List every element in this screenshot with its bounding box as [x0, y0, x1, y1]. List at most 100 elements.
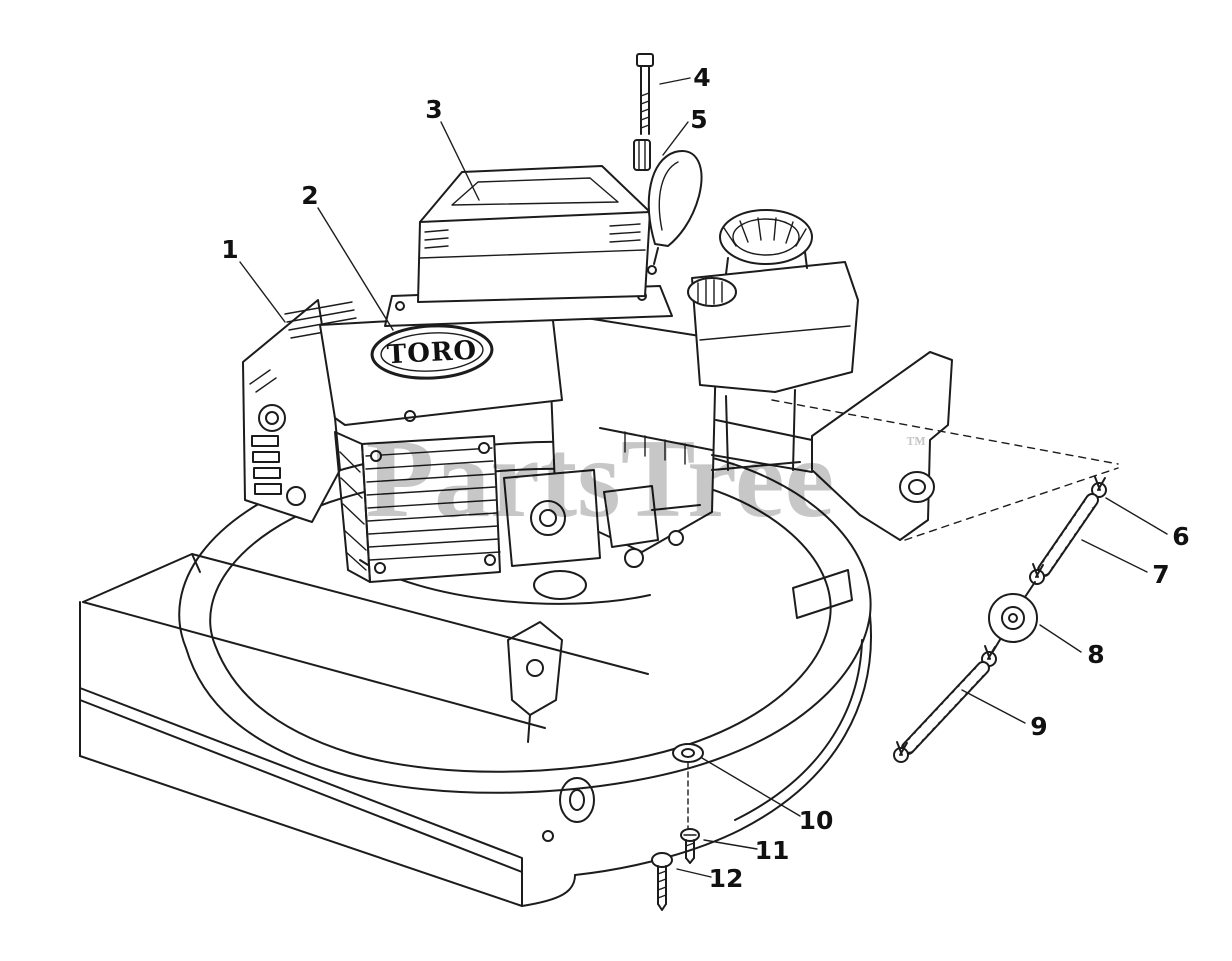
- deck-rim-inner: [209, 467, 832, 773]
- watermark-trademark: ™: [906, 433, 926, 455]
- fuel-filter: [988, 581, 1038, 654]
- spacer-sleeve: [633, 139, 651, 171]
- skirt-bolt: [542, 830, 554, 842]
- watermark: PartsTree: [366, 417, 835, 541]
- fin-bolt-tl: [370, 450, 382, 462]
- hose-clamp-mid-upper: [1029, 563, 1045, 585]
- callout-label-6[interactable]: 6: [1172, 522, 1189, 551]
- tank-vent-ribs: [697, 279, 723, 305]
- carb-disc-outer: [530, 500, 566, 536]
- filter-nipple-top: [1024, 581, 1036, 598]
- callout-label-7[interactable]: 7: [1152, 560, 1169, 589]
- callout-leader-9: [961, 689, 1026, 724]
- callout-label-4[interactable]: 4: [693, 63, 710, 92]
- skirt-hole-inner: [569, 789, 585, 811]
- shroud-bolt: [404, 410, 416, 422]
- air-cleaner-inner-rect: [451, 177, 619, 206]
- cover-vent-2: [252, 451, 280, 463]
- toro-oval-inner: [380, 332, 484, 372]
- engine-block-band: [599, 427, 713, 451]
- air-cleaner-vents-right: [609, 223, 641, 243]
- bolt-head: [636, 53, 654, 67]
- bracket-hole-outer: [899, 471, 935, 503]
- callout-leader-10: [701, 757, 801, 817]
- linkage-pivot-b: [668, 530, 684, 546]
- deck-lever-bracket: [507, 621, 563, 716]
- clamp-ears: [1094, 476, 1106, 491]
- clamp-ears: [1032, 563, 1044, 578]
- deck-front-skirt-line: [79, 699, 523, 873]
- fuel-cap-ribs: [723, 217, 807, 247]
- fin-lines: [365, 447, 501, 561]
- fin-shadow: [334, 431, 371, 583]
- fin-bolt-br: [484, 554, 496, 566]
- callout-label-1[interactable]: 1: [221, 235, 238, 264]
- cover-vent-3: [253, 467, 281, 479]
- callout-leader-4: [659, 77, 691, 85]
- fuel-tank-seam: [699, 325, 851, 341]
- callout-leader-6: [1105, 497, 1168, 535]
- mower-deck: [79, 440, 872, 907]
- hose-clamp-upper: [1091, 476, 1107, 498]
- bolt-shaft: [640, 65, 650, 135]
- throttle-pivot: [647, 265, 657, 275]
- screw-tip: [685, 857, 695, 864]
- fuel-cap-outer: [719, 209, 813, 265]
- callout-label-9[interactable]: 9: [1030, 712, 1047, 741]
- linkage-rod: [651, 504, 701, 511]
- cover-knob-inner: [265, 411, 279, 425]
- bottom-fasteners: [651, 743, 704, 911]
- tank-vent-outer: [687, 277, 737, 307]
- throttle-pivot-stem: [653, 247, 659, 265]
- callout-label-3[interactable]: 3: [425, 95, 442, 124]
- engine: TORO: [242, 150, 859, 600]
- callout-label-11[interactable]: 11: [755, 836, 790, 865]
- air-cleaner-top-edge: [419, 211, 651, 223]
- air-cleaner-vents-left: [424, 229, 449, 249]
- mount-bracket: [771, 351, 1119, 541]
- screw-threads: [685, 842, 695, 853]
- fuel-hose-lower-ribs: [903, 663, 988, 753]
- cover-vent-1: [251, 435, 279, 447]
- deck-lever-tail: [527, 714, 531, 743]
- top-fasteners: [633, 53, 654, 171]
- callout-leader-12: [676, 868, 712, 878]
- hose-clamp-lower: [893, 741, 909, 763]
- callout-label-2[interactable]: 2: [301, 181, 318, 210]
- bolt12-threads: [657, 870, 667, 899]
- callout-label-5[interactable]: 5: [690, 105, 707, 134]
- callout-label-12[interactable]: 12: [709, 864, 744, 893]
- spacer-lines: [638, 140, 646, 170]
- deck-skirt-right-inner: [734, 639, 863, 821]
- deck-front-skirt: [79, 687, 523, 907]
- callout-leader-8: [1039, 624, 1082, 653]
- deck-lever-pivot: [526, 659, 544, 677]
- deck-vent: [792, 569, 853, 619]
- linkage-pivot-a: [624, 548, 644, 568]
- bolt-threads: [640, 92, 650, 129]
- bracket-arms: [711, 419, 813, 473]
- callout-label-10[interactable]: 10: [799, 806, 834, 835]
- fin-bolt-tr: [478, 442, 490, 454]
- assembly-dash-1: [771, 399, 1119, 465]
- base-screw-left: [395, 301, 405, 311]
- deck-left-edge-bottom: [82, 601, 546, 729]
- engine-block-vents: [624, 431, 686, 465]
- cover-knob-outer: [258, 404, 286, 432]
- filter-body: [988, 593, 1038, 643]
- toro-oval-outer: [370, 324, 494, 380]
- fuel-cap-neck: [725, 251, 808, 275]
- deck-skirt-join: [521, 874, 576, 907]
- filter-inner: [1001, 606, 1025, 630]
- carb-linkage: [603, 485, 659, 548]
- cover-vent-slats: [284, 301, 359, 339]
- cover-plug: [286, 486, 306, 506]
- callout-leader-7: [1081, 539, 1148, 573]
- callout-leader-2: [317, 207, 394, 331]
- fuel-cap-inner: [732, 218, 800, 256]
- callout-label-8[interactable]: 8: [1087, 640, 1104, 669]
- cover-stripes: [249, 369, 277, 393]
- callout-leader-5: [662, 121, 689, 156]
- callouts: 1 2 3 4 5 6 7 8 9 10 11 12: [221, 63, 1189, 893]
